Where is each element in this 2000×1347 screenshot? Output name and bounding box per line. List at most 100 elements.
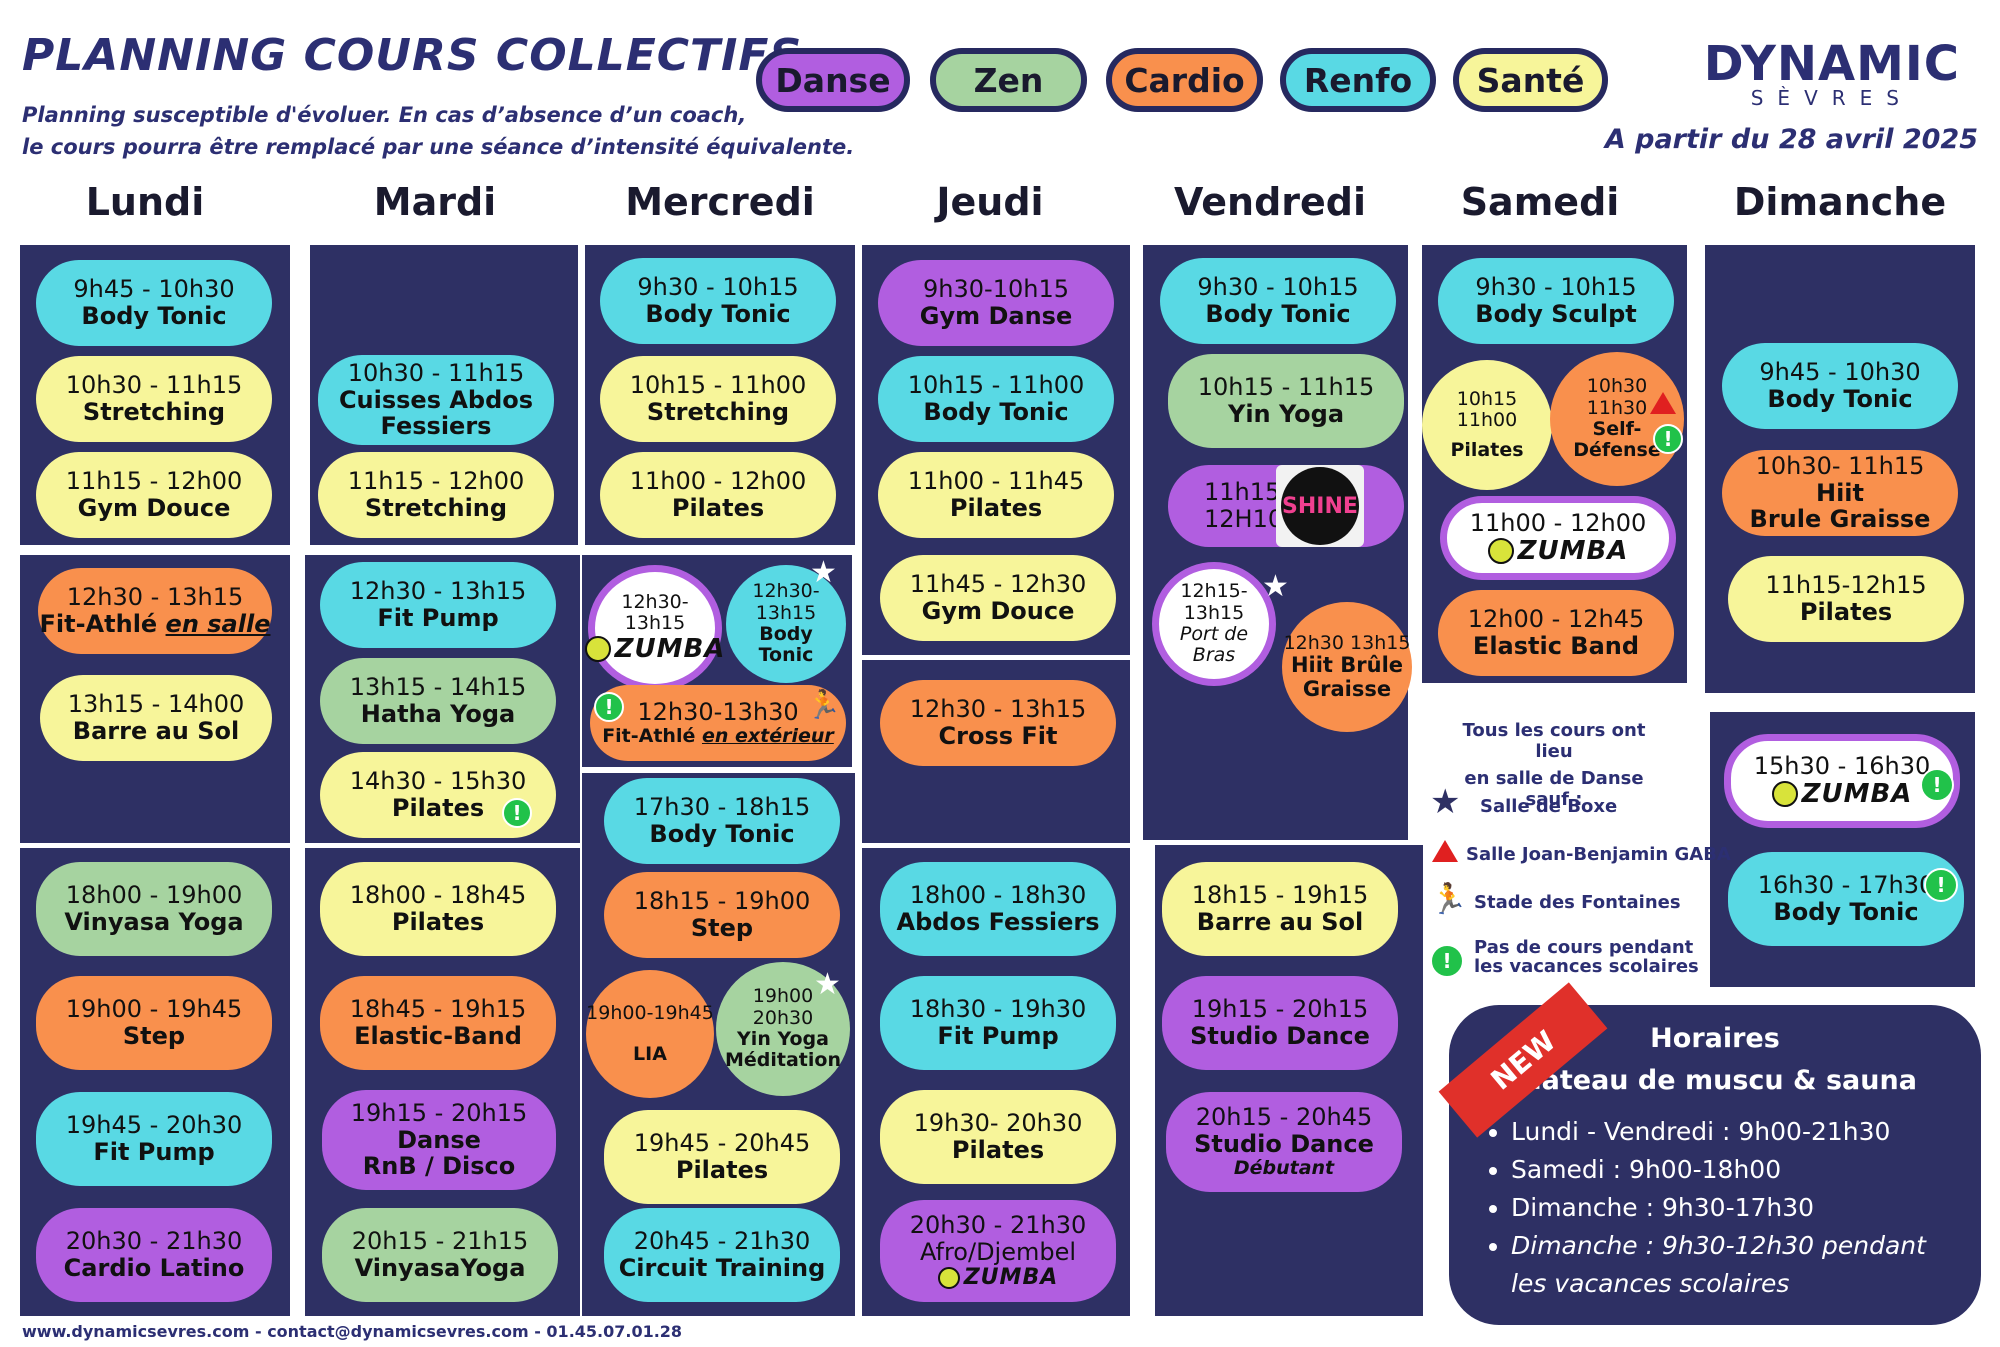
class-name: Stretching <box>82 398 226 426</box>
class-name: Pilates <box>391 908 485 936</box>
class-card[interactable]: 19h45 - 20h30 Fit Pump <box>36 1092 272 1186</box>
info-stade: Stade des Fontaines <box>1474 892 1681 913</box>
class-card[interactable]: 10h15 - 11h00 Stretching <box>600 356 836 442</box>
class-name: Step <box>690 914 754 942</box>
class-card-zumba[interactable]: 15h30 - 16h30 ZUMBA <box>1724 734 1960 828</box>
class-card[interactable]: 20h15 - 21h15 VinyasaYoga <box>322 1208 558 1302</box>
class-time: 12h30-13h15 <box>621 591 689 635</box>
class-time: 11h30 <box>1586 396 1648 419</box>
class-card[interactable]: 9h45 - 10h30 Body Tonic <box>36 260 272 346</box>
class-time: 12H10 <box>1204 505 1284 533</box>
class-name: Cross Fit <box>938 722 1058 750</box>
class-card[interactable]: 18h00 - 18h30 Abdos Fessiers <box>880 862 1116 956</box>
horaires-title: Horaires <box>1650 1023 1780 1054</box>
class-name: Yin Yoga <box>1227 400 1345 428</box>
class-card[interactable]: 12h30 13h15 Hiit Brûle Graisse <box>1282 602 1412 732</box>
class-card[interactable]: 10h15 - 11h15 Yin Yoga <box>1168 354 1404 448</box>
class-card[interactable]: 18h15 - 19h15 Barre au Sol <box>1162 862 1398 956</box>
class-card[interactable]: 11h00 - 12h00 Pilates <box>600 452 836 538</box>
zumba-icon <box>937 1266 960 1289</box>
class-name: Self- <box>1592 418 1642 440</box>
class-card[interactable]: 12h30 - 13h15 Cross Fit <box>880 680 1116 766</box>
class-name: Fit Pump <box>377 604 499 632</box>
class-card[interactable]: 16h30 - 17h30 Body Tonic <box>1728 852 1964 946</box>
footer-contact[interactable]: www.dynamicsevres.com - contact@dynamics… <box>22 1322 683 1341</box>
class-time: 18h00 - 18h45 <box>349 881 527 910</box>
class-card[interactable]: 10h15 - 11h00 Body Tonic <box>878 356 1114 442</box>
class-name: Abdos Fessiers <box>896 908 1100 936</box>
red-triangle-icon <box>1432 840 1458 862</box>
class-card[interactable]: 18h30 - 19h30 Fit Pump <box>880 976 1116 1070</box>
runner-icon: 🏃 <box>806 688 841 721</box>
class-time: 19h30- 20h30 <box>913 1109 1083 1138</box>
class-card[interactable]: 11h15-12h15 Pilates <box>1728 556 1964 642</box>
class-card[interactable]: 9h30 - 10h15 Body Tonic <box>1160 258 1396 344</box>
class-name: Pilates <box>1799 598 1893 626</box>
class-name: RnB / Disco <box>362 1152 516 1181</box>
class-card[interactable]: 18h00 - 18h45 Pilates <box>320 862 556 956</box>
day-mercredi: Mercredi <box>625 180 815 224</box>
class-card[interactable]: 19h00 20h30 Yin Yoga Méditation <box>716 962 850 1096</box>
class-time: 17h30 - 18h15 <box>633 793 811 822</box>
class-card[interactable]: 18h00 - 19h00 Vinyasa Yoga <box>36 862 272 956</box>
class-time: 20h30 - 21h30 <box>909 1210 1087 1239</box>
class-card[interactable]: 9h30-10h15 Gym Danse <box>878 260 1114 346</box>
class-card[interactable]: 13h15 - 14h00 Barre au Sol <box>40 675 272 761</box>
class-card[interactable]: 10h30 - 11h15 Cuisses Abdos Fessiers <box>318 355 554 445</box>
class-name: Body Sculpt <box>1475 300 1637 328</box>
horaires-box: Horaires plateau de muscu & sauna Lundi … <box>1449 1005 1981 1325</box>
class-card[interactable]: 12h30-13h30 Fit-Athlé en extérieur <box>590 685 846 761</box>
class-name: Pilates <box>949 494 1043 522</box>
class-card[interactable]: 20h30 - 21h30 Afro/Djembel ZUMBA <box>880 1200 1116 1302</box>
class-time: 11h00 <box>1456 409 1518 432</box>
class-time: 18h30 - 19h30 <box>909 995 1087 1024</box>
class-name: Body <box>759 623 813 645</box>
class-card[interactable]: 17h30 - 18h15 Body Tonic <box>604 778 840 864</box>
class-card[interactable]: 10h30 - 11h15 Stretching <box>36 356 272 442</box>
class-card[interactable]: 19h30- 20h30 Pilates <box>880 1090 1116 1184</box>
class-card-zumba[interactable]: 11h00 - 12h00 ZUMBA <box>1440 496 1676 580</box>
class-card[interactable]: 19h00-19h45 LIA <box>586 970 714 1098</box>
class-card[interactable]: 20h45 - 21h30 Circuit Training <box>604 1208 840 1302</box>
horaires-line: Dimanche : 9h30-12h30 pendant les vacanc… <box>1511 1227 1951 1303</box>
class-time: 10h30 - 11h15 <box>347 358 525 387</box>
class-card[interactable]: 9h45 - 10h30 Body Tonic <box>1722 343 1958 429</box>
class-card[interactable]: 10h15 11h00 Pilates <box>1422 360 1552 490</box>
class-card[interactable]: 12h30-13h15 Body Tonic <box>726 565 846 683</box>
horaires-line: Samedi : 9h00-18h00 <box>1511 1151 1951 1189</box>
green-exclamation-icon: ! <box>502 798 532 828</box>
class-card[interactable]: 18h15 - 19h00 Step <box>604 872 840 958</box>
class-card[interactable]: 12h30 - 13h15 Fit Pump <box>320 562 556 648</box>
horaires-subtitle: plateau de muscu & sauna <box>1513 1065 1917 1096</box>
class-name: Hiit Brûle <box>1290 653 1404 678</box>
class-card[interactable]: 12h30 - 13h15 Fit-Athlé en salle <box>38 568 272 654</box>
class-card[interactable]: 13h15 - 14h15 Hatha Yoga <box>320 658 556 744</box>
class-card[interactable]: 9h30 - 10h15 Body Tonic <box>600 258 836 344</box>
class-card[interactable]: 20h15 - 20h45 Studio Dance Débutant <box>1166 1092 1402 1192</box>
class-card[interactable]: 19h15 - 20h15 Danse RnB / Disco <box>322 1090 556 1190</box>
class-name: Elastic-Band <box>354 1022 522 1050</box>
class-name: Fit Pump <box>93 1138 215 1166</box>
zumba-icon <box>584 636 611 663</box>
class-card[interactable]: 10h30- 11h15 Hiit Brule Graisse <box>1722 450 1958 536</box>
class-card[interactable]: 11h15 - 12h00 Gym Douce <box>36 452 272 538</box>
class-name: Fit-Athlé en extérieur <box>602 724 834 747</box>
class-card[interactable]: 20h30 - 21h30 Cardio Latino <box>36 1208 272 1302</box>
class-card[interactable]: 19h00 - 19h45 Step <box>36 976 272 1070</box>
class-card[interactable]: 12h15-13h15 Port de Bras <box>1152 562 1276 686</box>
class-card[interactable]: 9h30 - 10h15 Body Sculpt <box>1438 258 1674 344</box>
class-time: 11h15 <box>1204 478 1281 507</box>
class-card[interactable]: 11h15 - 12h00 Stretching <box>318 452 554 538</box>
class-name: Port de Bras <box>1179 623 1249 667</box>
class-card[interactable]: 11h45 - 12h30 Gym Douce <box>880 555 1116 641</box>
class-card[interactable]: 12h00 - 12h45 Elastic Band <box>1438 590 1674 676</box>
class-card[interactable]: 18h45 - 19h15 Elastic-Band <box>320 976 556 1070</box>
class-card[interactable]: 11h00 - 11h45 Pilates <box>878 452 1114 538</box>
subtitle-line-1: Planning susceptible d'évoluer. En cas d… <box>22 103 747 127</box>
class-card[interactable]: 19h45 - 20h45 Pilates <box>604 1110 840 1204</box>
class-card[interactable]: 19h15 - 20h15 Studio Dance <box>1162 976 1398 1070</box>
class-card-zumba[interactable]: 12h30-13h15 ZUMBA <box>584 565 724 691</box>
class-card[interactable]: 10h30 11h30 Self- Défense <box>1550 352 1684 486</box>
class-name: Studio Dance <box>1190 1022 1370 1050</box>
class-time: 11h45 - 12h30 <box>909 570 1087 599</box>
